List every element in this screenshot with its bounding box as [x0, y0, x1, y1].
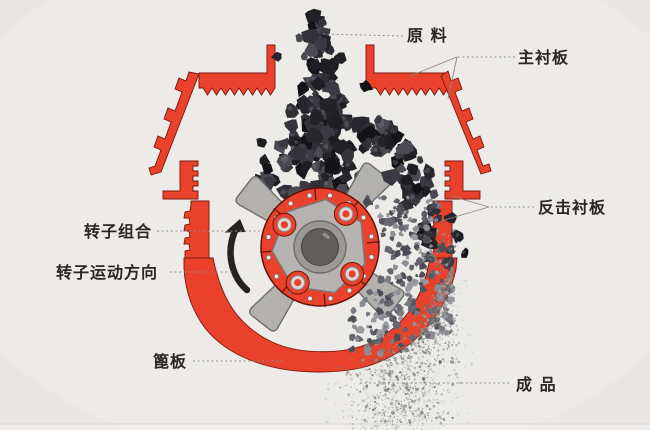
rotor-plate-bolts	[272, 201, 365, 295]
label-rotor-direction: 转子运动方向	[56, 263, 158, 282]
plate-bolt	[340, 262, 365, 286]
callout-labels: 原 料 主衬板 反击衬板 转子组合 转子运动方向 篦板 成 品	[56, 26, 606, 394]
label-raw-material: 原 料	[407, 26, 448, 45]
label-main-liner: 主衬板	[518, 48, 569, 67]
rotor-shaft-hub	[293, 220, 347, 274]
plate-bolt	[333, 201, 358, 226]
upper-liner-left-diagonal	[148, 71, 200, 176]
impact-liner-pointers	[440, 195, 490, 222]
upper-liner-right-diagonal	[440, 70, 492, 175]
image-bottom-edge	[0, 423, 650, 430]
rotor-ring-bolts	[265, 192, 375, 302]
impact-liner-left-upper	[162, 160, 199, 200]
main-liner-pointers	[409, 56, 458, 100]
label-impact-liner: 反击衬板	[538, 198, 606, 217]
plate-bolt	[285, 270, 310, 295]
main-liner-left-plate	[198, 44, 276, 96]
label-rotor-assembly: 转子组合	[84, 222, 152, 241]
label-grate-plate: 篦板	[152, 352, 187, 371]
rotation-arrow-icon	[224, 219, 251, 294]
rotor-assembly	[235, 162, 405, 332]
impact-liner-right-upper	[444, 160, 481, 200]
plate-bolt	[272, 212, 297, 237]
label-finished-product: 成 品	[516, 375, 557, 394]
fine-product-spray	[321, 228, 475, 430]
crusher-housing	[148, 44, 492, 373]
callout-leaders	[157, 33, 534, 384]
